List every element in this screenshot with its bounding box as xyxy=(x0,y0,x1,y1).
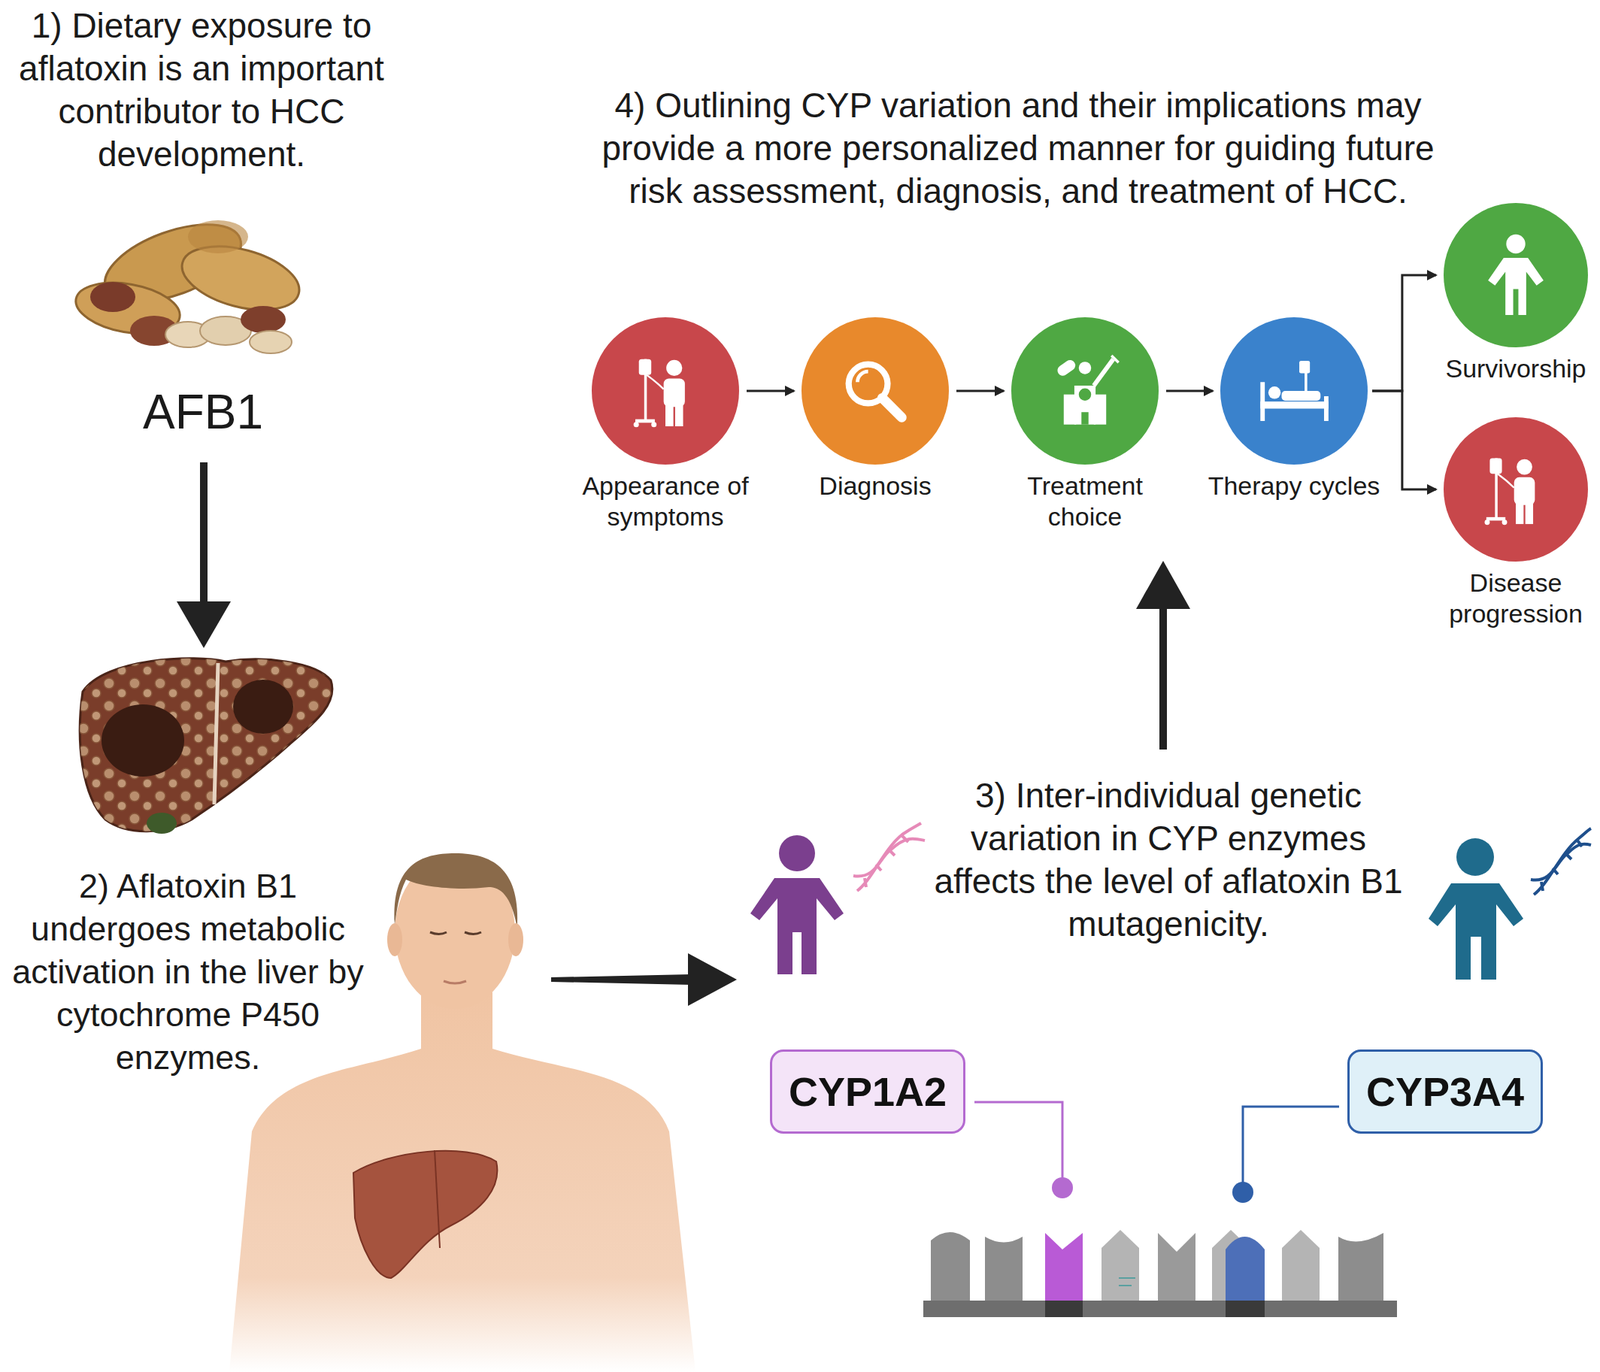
stage-node: Treatment choice xyxy=(990,317,1179,533)
peanuts xyxy=(72,209,307,354)
stage-icon xyxy=(801,317,949,465)
toxin-name: AFB1 xyxy=(90,384,316,440)
flow-arrow xyxy=(1372,390,1437,490)
right-arrow xyxy=(551,953,737,1007)
stage-node: Appearance of symptoms xyxy=(571,317,760,533)
stage-circle xyxy=(1220,317,1368,465)
stage-node: Diagnosis xyxy=(781,317,970,502)
stage-label: Disease progression xyxy=(1434,567,1597,630)
gene-box: CYP3A4 xyxy=(1347,1049,1543,1134)
flow-arrow xyxy=(1372,275,1437,391)
stage-circle xyxy=(1443,203,1588,348)
flow-arrow xyxy=(1166,390,1213,393)
person-blue xyxy=(1428,838,1524,980)
gene-name: CYP1A2 xyxy=(788,1068,947,1116)
stage-label: Treatment choice xyxy=(990,470,1179,533)
gene-name: CYP3A4 xyxy=(1366,1068,1525,1116)
stage-circle xyxy=(801,317,949,465)
step-text: 1) Dietary exposure to aflatoxin is an i… xyxy=(6,4,397,176)
person-purple xyxy=(750,835,844,975)
dna-purple xyxy=(853,823,925,891)
stage-circle xyxy=(1443,417,1588,562)
stage-label: Appearance of symptoms xyxy=(571,470,760,533)
stage-icon xyxy=(1443,417,1588,562)
down-arrow xyxy=(176,462,231,649)
stage-node: Therapy cycles xyxy=(1200,317,1388,502)
flow-arrow xyxy=(956,390,1004,393)
stage-icon xyxy=(591,317,740,465)
stage-icon xyxy=(1011,317,1159,465)
stage-node: Disease progression xyxy=(1434,417,1597,630)
gene-box: CYP1A2 xyxy=(769,1049,966,1134)
stage-label: Survivorship xyxy=(1434,353,1597,385)
stage-label: Therapy cycles xyxy=(1200,470,1388,502)
leader-lines xyxy=(974,1102,1340,1204)
stage-node: Survivorship xyxy=(1434,203,1597,385)
step-text: 4) Outlining CYP variation and their imp… xyxy=(589,84,1447,213)
up-arrow xyxy=(1136,560,1191,750)
diseased-liver xyxy=(79,658,333,834)
step-text: 3) Inter-individual genetic variation in… xyxy=(927,774,1410,946)
stage-icon xyxy=(1443,203,1588,348)
stage-circle xyxy=(591,317,740,465)
dna-blue xyxy=(1530,828,1591,895)
flow-arrow xyxy=(746,390,794,393)
stage-label: Diagnosis xyxy=(781,470,970,502)
chromosome-band xyxy=(923,1230,1397,1318)
stage-icon xyxy=(1220,317,1368,465)
stage-circle xyxy=(1011,317,1159,465)
step-text: 2) Aflatoxin B1 undergoes metabolic acti… xyxy=(5,864,371,1079)
